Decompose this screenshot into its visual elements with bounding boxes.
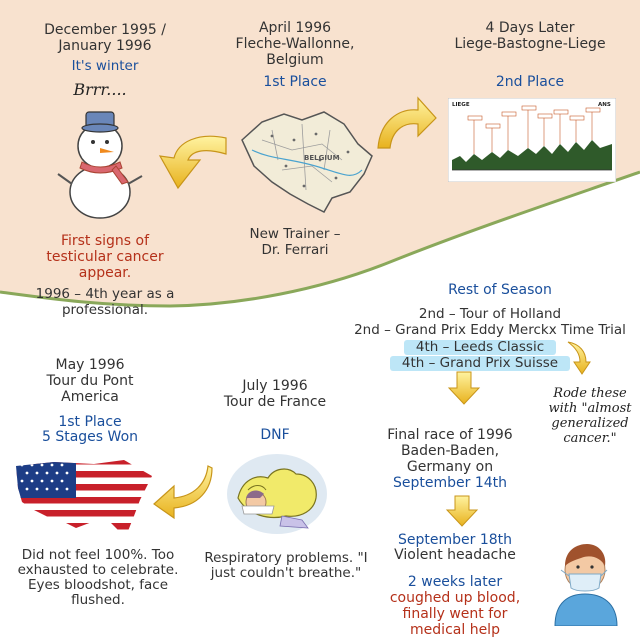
fleche-header: April 1996 Fleche-Wallonne, Belgium xyxy=(235,20,355,68)
map-label: BELGIUM xyxy=(304,154,340,162)
us-flag-map-icon xyxy=(16,460,152,536)
curved-arrow-icon xyxy=(153,465,213,520)
profile-end-label: ANS xyxy=(598,102,611,108)
elevation-profile-icon: LIEGE ANS xyxy=(448,98,616,182)
snowman-icon xyxy=(57,111,143,219)
tour-de-france-header: July 1996 Tour de France xyxy=(223,378,327,410)
final-race-text: Final race of 1996 Baden-Baden, Germany … xyxy=(387,427,513,475)
down-arrow-icon xyxy=(567,341,591,375)
curved-arrow-icon xyxy=(158,135,227,190)
tour-of-holland-result: 2nd – Tour of Holland xyxy=(418,306,562,322)
fleche-result: 1st Place xyxy=(263,74,327,90)
curved-arrow-icon xyxy=(377,96,437,149)
divider-curve xyxy=(0,170,640,308)
rest-of-season-title: Rest of Season xyxy=(448,282,552,298)
coughed-blood-text: coughed up blood, finally went for medic… xyxy=(389,590,521,638)
doctor-mask-icon xyxy=(554,544,618,626)
grand-prix-suisse-result: 4th – Grand Prix Suisse xyxy=(389,356,571,371)
two-weeks-later: 2 weeks later xyxy=(407,574,503,590)
cancer-signs-text: First signs of testicular cancer appear. xyxy=(46,233,164,281)
highlighted-results: 4th – Leeds Classic 4th – Grand Prix Sui… xyxy=(380,339,580,371)
liege-result: 2nd Place xyxy=(495,74,565,90)
tour-de-france-result: DNF xyxy=(260,427,290,443)
sick-cyclist-icon xyxy=(227,454,327,534)
headache-date: September 18th xyxy=(397,532,512,548)
brr-text: Brrr.... xyxy=(73,80,127,99)
belgium-map-icon: BELGIUM xyxy=(241,111,373,213)
winter-date: December 1995 / January 1996 xyxy=(44,22,166,54)
headache-event: Violent headache xyxy=(394,547,516,563)
winter-subtitle: It's winter xyxy=(71,58,139,74)
final-race-date: September 14th xyxy=(392,475,507,491)
new-trainer-text: New Trainer – Dr. Ferrari xyxy=(249,226,341,258)
tour-du-pont-stages: 5 Stages Won xyxy=(41,429,139,445)
fourth-year-text: 1996 – 4th year as a professional. xyxy=(35,286,175,318)
tour-du-pont-note: Did not feel 100%. Too exhausted to cele… xyxy=(17,547,179,608)
liege-header: 4 Days Later Liege-Bastogne-Liege xyxy=(454,20,606,52)
respiratory-note: Respiratory problems. "I just couldn't b… xyxy=(204,550,368,581)
tour-du-pont-result: 1st Place xyxy=(58,414,122,430)
handwritten-note: Rode these with "almost generalized canc… xyxy=(548,386,632,446)
profile-start-label: LIEGE xyxy=(452,102,470,108)
tour-du-pont-header: May 1996 Tour du Pont America xyxy=(46,357,134,405)
down-arrow-icon xyxy=(447,371,481,405)
down-arrow-icon xyxy=(445,495,479,527)
eddy-merckx-result: 2nd – Grand Prix Eddy Merckx Time Trial xyxy=(354,322,626,338)
leeds-classic-result: 4th – Leeds Classic xyxy=(403,340,557,355)
